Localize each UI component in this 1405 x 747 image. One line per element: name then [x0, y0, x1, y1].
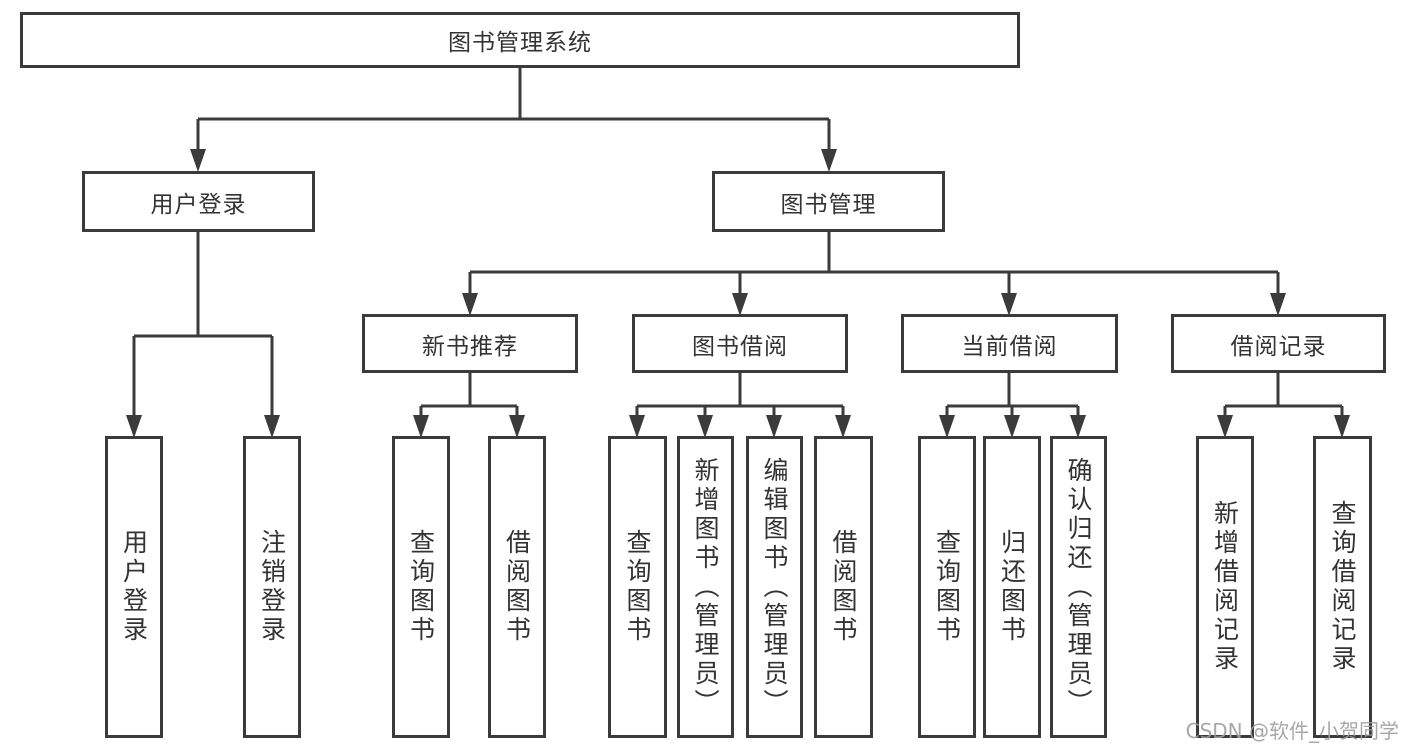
leaf-label: 查询图书 [623, 529, 652, 645]
node-library-system: 图书管理系统 [20, 12, 1020, 68]
node-label: 图书管理系统 [448, 30, 592, 56]
node-current-borrow: 当前借阅 [901, 314, 1118, 373]
leaf-label: 查询图书 [932, 529, 962, 645]
leaf-label: 归还图书 [997, 529, 1027, 645]
leaf-label: 借阅图书 [502, 529, 532, 645]
node-borrow-records: 借阅记录 [1171, 314, 1386, 373]
leaf-query-books-current: 查询图书 [918, 436, 976, 738]
node-label: 图书管理 [780, 191, 877, 218]
leaf-label: 查询借阅记录 [1328, 500, 1357, 674]
leaf-return-book: 归还图书 [983, 436, 1041, 738]
node-label: 借阅记录 [1230, 333, 1327, 360]
leaf-borrow-books-recommend: 借阅图书 [488, 436, 546, 738]
leaf-user-login: 用户登录 [105, 436, 163, 738]
node-new-book-recommend: 新书推荐 [362, 314, 578, 373]
leaf-borrow-books: 借阅图书 [814, 436, 873, 738]
node-book-borrow: 图书借阅 [632, 314, 848, 373]
node-label: 图书借阅 [692, 333, 788, 360]
leaf-edit-book-admin: 编辑图书（管理员） [746, 436, 803, 738]
node-label: 当前借阅 [961, 333, 1058, 360]
leaf-label: 新增图书（管理员） [691, 456, 720, 718]
leaf-label: 查询图书 [406, 529, 436, 645]
node-label: 新书推荐 [422, 333, 518, 360]
leaf-confirm-return-admin: 确认归还（管理员） [1050, 436, 1107, 738]
leaf-label: 新增借阅记录 [1210, 500, 1240, 674]
leaf-label: 注销登录 [257, 529, 287, 645]
node-label: 用户登录 [150, 191, 247, 218]
node-book-management: 图书管理 [712, 171, 945, 232]
leaf-label: 借阅图书 [829, 529, 858, 645]
leaf-add-book-admin: 新增图书（管理员） [677, 436, 734, 738]
leaf-label: 确认归还（管理员） [1064, 456, 1093, 718]
csdn-watermark: CSDN @软件_小贺同学 [1185, 719, 1399, 743]
leaf-query-books-borrow: 查询图书 [608, 436, 667, 738]
leaf-add-borrow-record: 新增借阅记录 [1196, 436, 1254, 738]
node-user-login: 用户登录 [82, 171, 315, 232]
leaf-query-books-recommend: 查询图书 [392, 436, 450, 738]
leaf-label: 用户登录 [119, 529, 149, 645]
leaf-logout: 注销登录 [243, 436, 301, 738]
leaf-label: 编辑图书（管理员） [760, 456, 789, 718]
leaf-query-borrow-record: 查询借阅记录 [1313, 436, 1372, 738]
